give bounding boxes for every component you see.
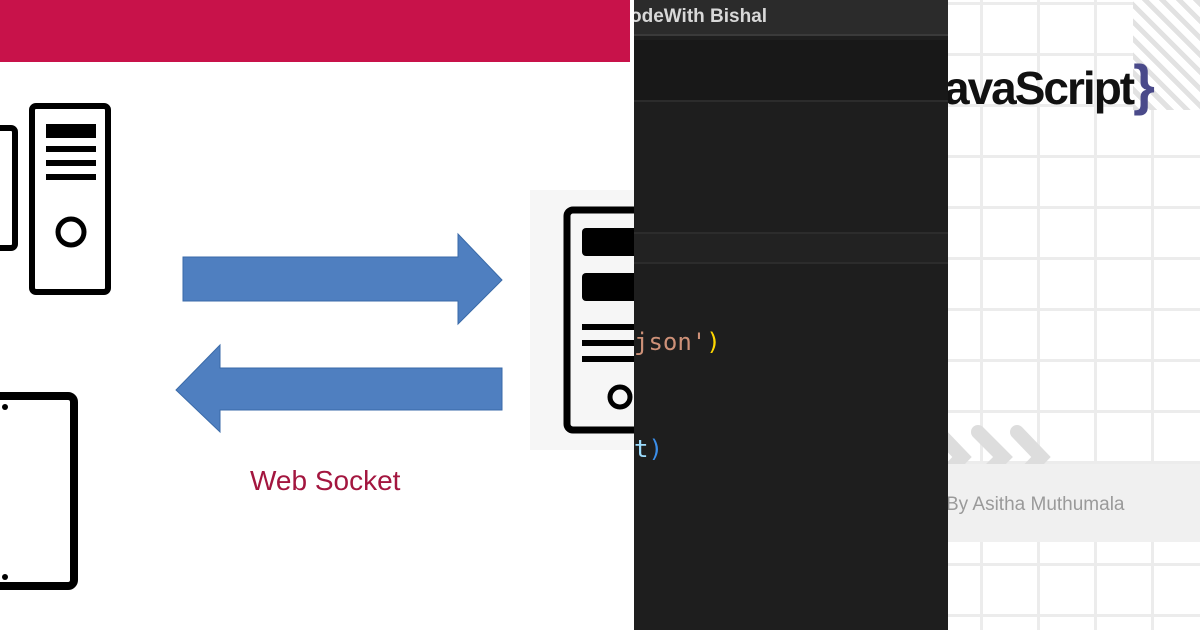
code-line: t) xyxy=(634,435,663,463)
tab-title[interactable]: odeWith Bishal xyxy=(634,6,768,27)
desktop-tower-icon xyxy=(29,103,111,295)
javascript-cover: avaScript} By Asitha Muthumala xyxy=(948,0,1200,630)
header-band xyxy=(0,0,630,62)
server-icon xyxy=(563,206,634,434)
code-line: json') xyxy=(634,328,721,356)
cover-title: avaScript} xyxy=(948,53,1155,116)
diagram-graphics xyxy=(0,103,634,590)
web-socket-label: Web Socket xyxy=(250,465,401,496)
editor-titlebar: odeWith Bishal xyxy=(634,0,948,36)
author-band: By Asitha Muthumala xyxy=(948,464,1200,542)
arrow-left-icon xyxy=(175,343,503,434)
arrow-right-icon xyxy=(182,232,503,326)
editor-separator xyxy=(634,232,948,264)
monitor-icon xyxy=(0,125,18,251)
editor-toolbar xyxy=(634,40,948,100)
websocket-diagram: t Web Socket xyxy=(0,0,634,590)
stripe-decoration xyxy=(1133,0,1200,110)
code-editor: odeWith Bishal json') t) xyxy=(634,0,948,630)
author-label: By Asitha Muthumala xyxy=(948,494,1125,515)
tablet-icon xyxy=(0,392,78,590)
